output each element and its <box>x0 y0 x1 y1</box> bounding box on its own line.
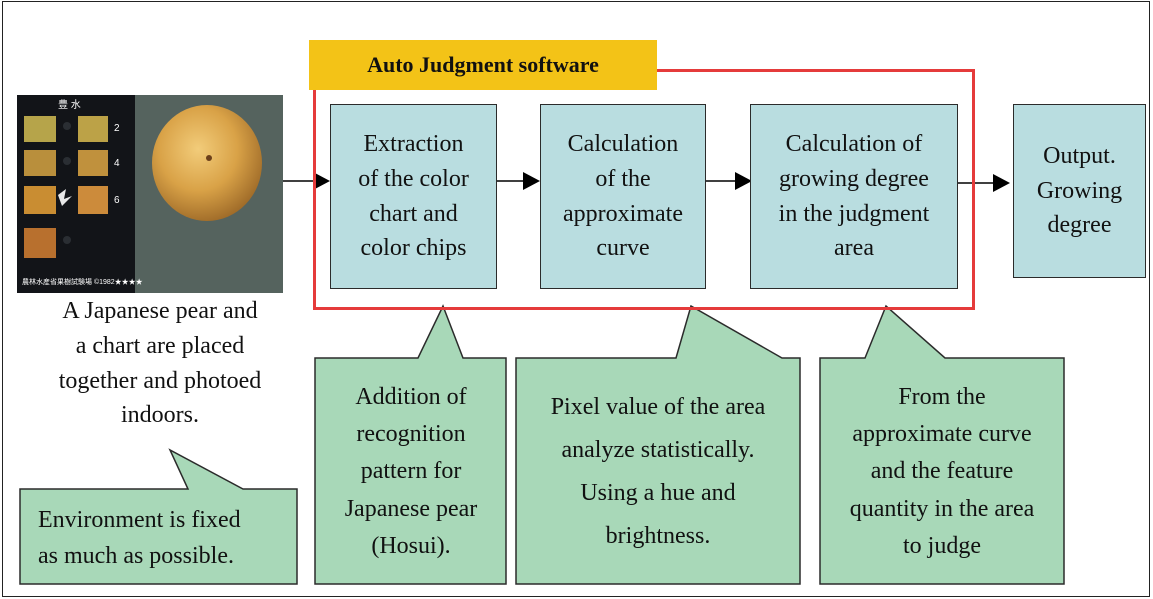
output-box: Output. Growing degree <box>1013 104 1146 278</box>
pear-photo: 豊 水 2 4 6 農林水産省果樹試験場 ©1982★★★★ <box>17 95 283 293</box>
flow-arrows <box>283 172 1010 192</box>
step-growing-degree-box: Calculation of growing degree in the jud… <box>750 104 958 289</box>
color-chip <box>24 150 56 176</box>
pear-image <box>152 105 262 221</box>
callout-pixel-text: Pixel value of the area analyze statisti… <box>550 393 766 550</box>
callout-pixel-shape <box>515 304 801 585</box>
chip-number-2: 2 <box>114 123 120 134</box>
step-curve-box: Calculation of the approximate curve <box>540 104 706 289</box>
step-curve-label: Calculation of the approximate curve <box>563 130 683 262</box>
output-label: Output. Growing degree <box>1036 142 1123 239</box>
chip-number-6: 6 <box>114 195 120 206</box>
callout-environment-text: Environment is fixed as much as possible… <box>38 507 241 569</box>
software-title-banner: Auto Judgment software <box>309 40 657 90</box>
callout-pixel: Pixel value of the area analyze statisti… <box>519 364 797 580</box>
color-chip <box>24 116 56 142</box>
callout-judge-text: From the approximate curve and the featu… <box>849 384 1035 559</box>
color-chip <box>78 186 108 214</box>
callout-judge: From the approximate curve and the featu… <box>823 364 1061 580</box>
color-chip <box>78 116 108 142</box>
callout-recognition-text: Addition of recognition pattern for Japa… <box>344 384 478 559</box>
callout-recognition: Addition of recognition pattern for Japa… <box>318 364 504 580</box>
color-chip <box>24 186 56 214</box>
color-chip <box>78 150 108 176</box>
chart-footer: 農林水産省果樹試験場 ©1982★★★★ <box>22 277 143 286</box>
chip-number-4: 4 <box>114 158 120 169</box>
color-chip <box>24 228 56 258</box>
callout-environment-shape <box>19 448 298 585</box>
callout-shapes <box>19 304 1065 585</box>
step-extraction-box: Extraction of the color chart and color … <box>330 104 497 289</box>
callout-recognition-shape <box>314 304 507 585</box>
step-growing-degree-label: Calculation of growing degree in the jud… <box>778 130 930 262</box>
callout-judge-shape <box>819 304 1065 585</box>
step-extraction-label: Extraction of the color chart and color … <box>358 130 469 262</box>
callout-environment: Environment is fixed as much as possible… <box>24 494 294 582</box>
chart-heading: 豊 水 <box>58 98 81 111</box>
photo-caption: A Japanese pear and a chart are placed t… <box>58 298 262 429</box>
